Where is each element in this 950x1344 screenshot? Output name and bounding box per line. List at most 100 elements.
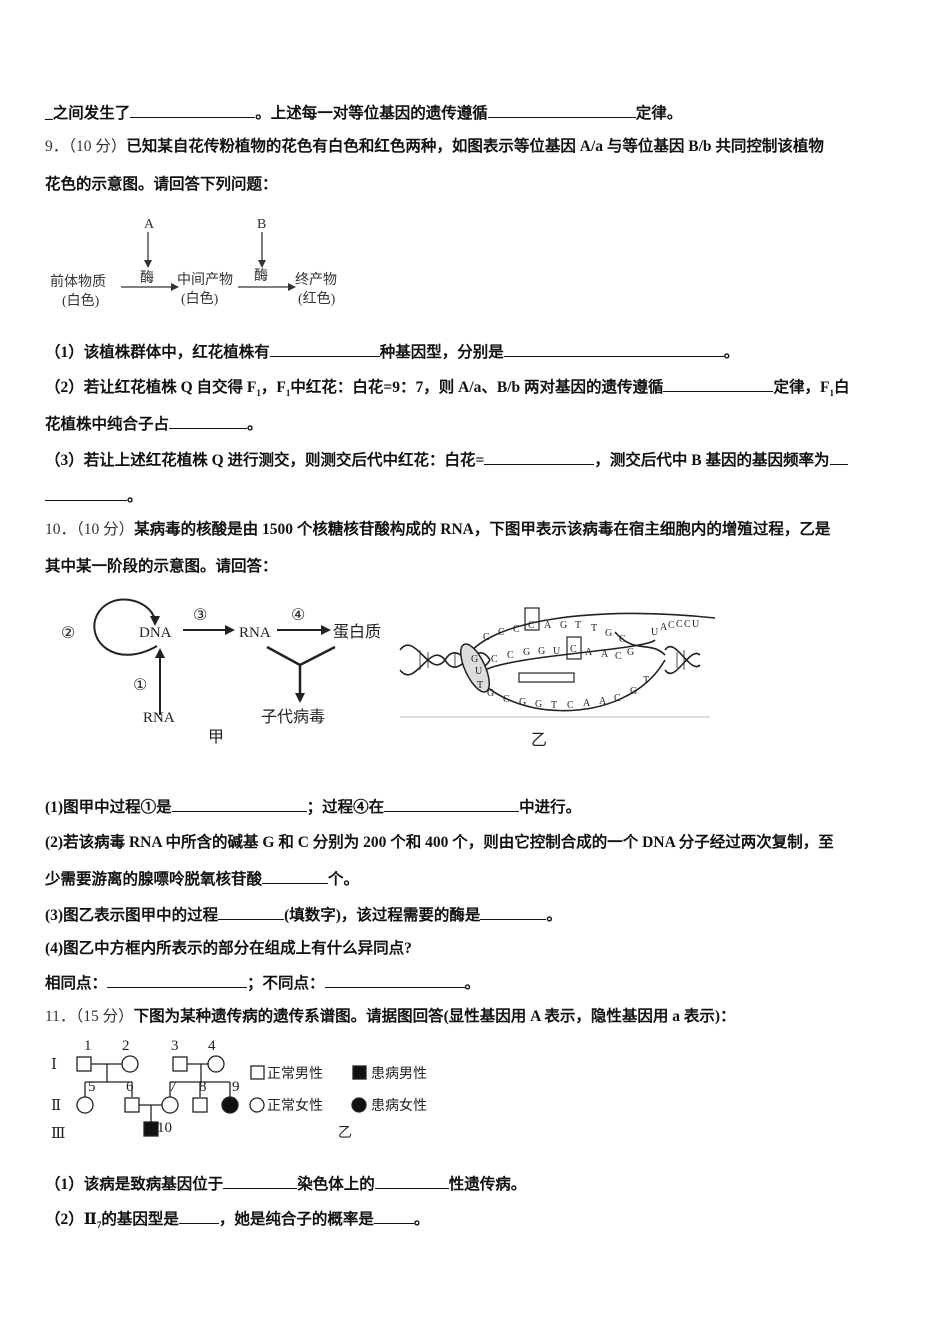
q9-sub1-text: 。 [723, 344, 740, 361]
answer-blank[interactable] [324, 973, 465, 988]
svg-text:1: 1 [84, 1038, 92, 1054]
transcription-diagram: C C C C A G T T G C C C G G U C A A C G … [399, 607, 715, 749]
intermediate-label: 中间产物 [177, 272, 233, 288]
answer-blank[interactable] [503, 342, 724, 357]
svg-text:T: T [575, 620, 581, 631]
individual-3-normal-male [172, 1056, 188, 1072]
svg-text:C: C [668, 620, 675, 631]
question-number: 11． [45, 1008, 76, 1025]
q10-stem-line1: 10．（10 分）某病毒的核酸是由 1500 个核糖核苷酸构成的 RNA，下图甲… [45, 520, 830, 540]
q11-stem: 11．（15 分）下图为某种遗传病的遗传系谱图。请据图回答(显性基因用 A 表示… [45, 1007, 736, 1027]
legend-affected-male-icon [352, 1065, 367, 1080]
q9-sub2-text: （2）若让红花植株 Q 自交得 F [45, 379, 257, 396]
gene-b-label: B [257, 217, 266, 232]
answer-blank[interactable] [487, 103, 636, 118]
answer-blank[interactable] [384, 797, 520, 812]
svg-text:C: C [619, 634, 626, 645]
enzyme-label: 酶 [254, 268, 268, 284]
q10-sub3: (3)图乙表示图甲中的过程(填数字)，该过程需要的酶是。 [45, 905, 562, 926]
svg-text:G: G [605, 628, 612, 639]
q9-sub3-text: 。 [127, 488, 143, 505]
precursor-label: 前体物质 [50, 273, 106, 290]
q10-sub4-question: (4)图乙中方框内所表示的部分在组成上有什么异同点? [45, 940, 412, 957]
q9-stem-line2: 花色的示意图。请回答下列问题： [45, 176, 278, 193]
answer-blank[interactable] [223, 1174, 298, 1189]
svg-text:6: 6 [126, 1079, 134, 1095]
q9-sub3-line2: 。 [45, 486, 143, 507]
question-stem: 某病毒的核酸是由 1500 个核糖核苷酸构成的 RNA，下图甲表示该病毒在宿主细… [134, 521, 831, 538]
svg-text:T: T [551, 700, 557, 711]
step-3-label: ③ [193, 607, 207, 624]
step-2-label: ② [61, 625, 75, 642]
q11-sub2-text: 。 [413, 1211, 430, 1228]
individual-2-normal-female [121, 1055, 139, 1073]
q10-sub1-text: 中进行。 [519, 799, 582, 816]
subscript: 1 [285, 388, 291, 399]
svg-text:G: G [523, 647, 530, 658]
answer-blank[interactable] [171, 797, 307, 812]
answer-blank[interactable] [45, 486, 127, 501]
dna-label: DNA [139, 625, 172, 641]
individual-5-normal-female [76, 1096, 94, 1114]
svg-text:C: C [567, 700, 574, 711]
svg-text:C: C [615, 651, 622, 662]
precursor-color: (白色) [62, 292, 100, 309]
q9-sub2-text: 中红花：白花=9：7，则 A/a、B/b 两对基因的遗传遵循 [290, 379, 664, 396]
gene-a-label: A [144, 217, 155, 232]
svg-text:10: 10 [157, 1120, 172, 1136]
answer-blank[interactable] [269, 342, 380, 357]
rna-polymerase-ellipse [460, 643, 490, 693]
answer-blank[interactable] [829, 450, 848, 465]
answer-blank[interactable] [480, 905, 547, 920]
answer-blank[interactable] [484, 450, 595, 465]
q10-sub2-line1: (2)若该病毒 RNA 中所含的碱基 G 和 C 分别为 200 个和 400 … [45, 834, 834, 851]
answer-blank[interactable] [169, 414, 248, 429]
figure-label-yi: 乙 [531, 732, 547, 749]
svg-text:G: G [519, 697, 526, 708]
final-product-color: (红色) [298, 290, 336, 307]
q9-sub1: （1）该植株群体中，红花植株有种基因型，分别是。 [45, 342, 739, 363]
q9-sub2-text: ，F [260, 379, 286, 396]
q10-sub3-text: (3)图乙表示图甲中的过程 [45, 907, 219, 924]
answer-blank[interactable] [130, 103, 256, 118]
subscript: 7 [96, 1220, 102, 1231]
svg-text:T: T [591, 623, 597, 634]
svg-text:G: G [560, 620, 567, 631]
svg-text:9: 9 [232, 1079, 240, 1095]
answer-blank[interactable] [663, 377, 774, 392]
question-stem: 下图为某种遗传病的遗传系谱图。请据图回答(显性基因用 A 表示，隐性基因用 a … [133, 1008, 736, 1025]
svg-text:A: A [583, 698, 591, 709]
answer-blank[interactable] [374, 1174, 449, 1189]
q8-text: 。上述每一对等位基因的遗传遵循 [255, 105, 488, 122]
q10-sub2-text: 个。 [328, 871, 360, 888]
pedigree-chart: Ⅰ Ⅱ Ⅲ 1 2 3 4 5 6 7 8 9 10 [51, 1038, 427, 1142]
individual-10-affected-male [143, 1121, 159, 1137]
answer-blank[interactable] [218, 905, 285, 920]
svg-text:8: 8 [199, 1079, 207, 1095]
question-stem: 已知某自花传粉植物的花色有白色和红色两种，如图表示等位基因 A/a 与等位基因 … [126, 138, 824, 155]
answer-blank[interactable] [107, 973, 248, 988]
svg-text:C: C [498, 627, 505, 638]
individual-8-normal-male [192, 1097, 208, 1113]
answer-blank[interactable] [262, 869, 329, 884]
svg-text:C: C [528, 620, 535, 631]
enzyme-label: 酶 [140, 270, 154, 286]
subscript: 1 [256, 388, 261, 399]
svg-text:G: G [538, 646, 545, 657]
q11-sub2: （2）Ⅱ7的基因型是，她是纯合子的概率是。 [45, 1209, 429, 1235]
question-score: （10 分） [68, 138, 127, 155]
answer-blank[interactable] [178, 1209, 219, 1224]
answer-blank[interactable] [373, 1209, 414, 1224]
q10-sub4-text: 。 [464, 975, 481, 992]
q10-sub1: (1)图甲中过程①是；过程④在中进行。 [45, 797, 581, 818]
different-label: ；不同点： [247, 975, 325, 992]
svg-text:A: A [599, 696, 607, 707]
final-product-label: 终产物 [295, 272, 337, 288]
individual-1-normal-male [76, 1056, 92, 1072]
q10-stem-line2: 其中某一阶段的示意图。请回答： [45, 558, 278, 575]
q9-sub1-text: 种基因型，分别是 [379, 344, 504, 361]
svg-text:C: C [684, 619, 691, 630]
svg-text:7: 7 [169, 1079, 177, 1095]
q9-sub2-text: 。 [247, 416, 263, 433]
svg-text:A: A [585, 647, 593, 658]
